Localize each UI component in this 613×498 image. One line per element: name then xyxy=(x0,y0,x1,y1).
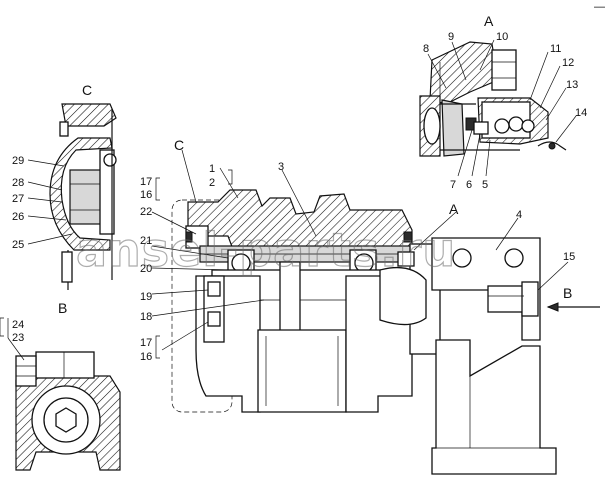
callout-6: 6 xyxy=(466,179,472,191)
view-label-b: B xyxy=(58,300,67,316)
callout-29: 29 xyxy=(12,155,24,167)
detail-view-b xyxy=(7,318,121,471)
callout-16-bottom: 16 xyxy=(140,351,152,363)
section-arrow-c: C xyxy=(174,137,184,153)
callout-20: 20 xyxy=(140,263,152,275)
callout-17-bottom: 17 xyxy=(140,337,152,349)
callout-1: 1 xyxy=(209,163,215,175)
callout-5: 5 xyxy=(482,179,488,191)
callout-16-top: 16 xyxy=(140,189,152,201)
callout-15: 15 xyxy=(563,251,575,263)
callout-28: 28 xyxy=(12,177,24,189)
view-label-c: C xyxy=(82,82,92,98)
main-section-view xyxy=(0,149,600,475)
callout-13: 13 xyxy=(566,79,578,91)
callout-18: 18 xyxy=(140,311,152,323)
section-arrow-b: B xyxy=(563,285,572,301)
callout-3: 3 xyxy=(278,161,284,173)
callout-26: 26 xyxy=(12,211,24,223)
corner-mark: — xyxy=(594,1,605,13)
callout-7: 7 xyxy=(450,179,456,191)
callout-9: 9 xyxy=(448,31,454,43)
callout-24: 24 xyxy=(12,319,24,331)
detail-view-a xyxy=(419,39,577,177)
callout-25: 25 xyxy=(12,239,24,251)
callout-12: 12 xyxy=(562,57,574,69)
callout-22: 22 xyxy=(140,206,152,218)
callout-8: 8 xyxy=(423,43,429,55)
callout-27: 27 xyxy=(12,193,24,205)
callout-23: 23 xyxy=(12,332,24,344)
detail-view-c xyxy=(27,103,117,290)
view-label-a: A xyxy=(484,13,494,29)
callout-14: 14 xyxy=(575,107,587,119)
callout-4: 4 xyxy=(516,209,522,221)
watermark-text: ansel-parts.ru xyxy=(76,223,456,277)
callout-19: 19 xyxy=(140,291,152,303)
callout-2: 2 xyxy=(209,177,215,189)
callout-11: 11 xyxy=(550,43,561,55)
section-arrow-a: A xyxy=(449,201,459,217)
callout-21: 21 xyxy=(140,235,152,247)
callout-17-top: 17 xyxy=(140,176,152,188)
callout-10: 10 xyxy=(496,31,508,43)
